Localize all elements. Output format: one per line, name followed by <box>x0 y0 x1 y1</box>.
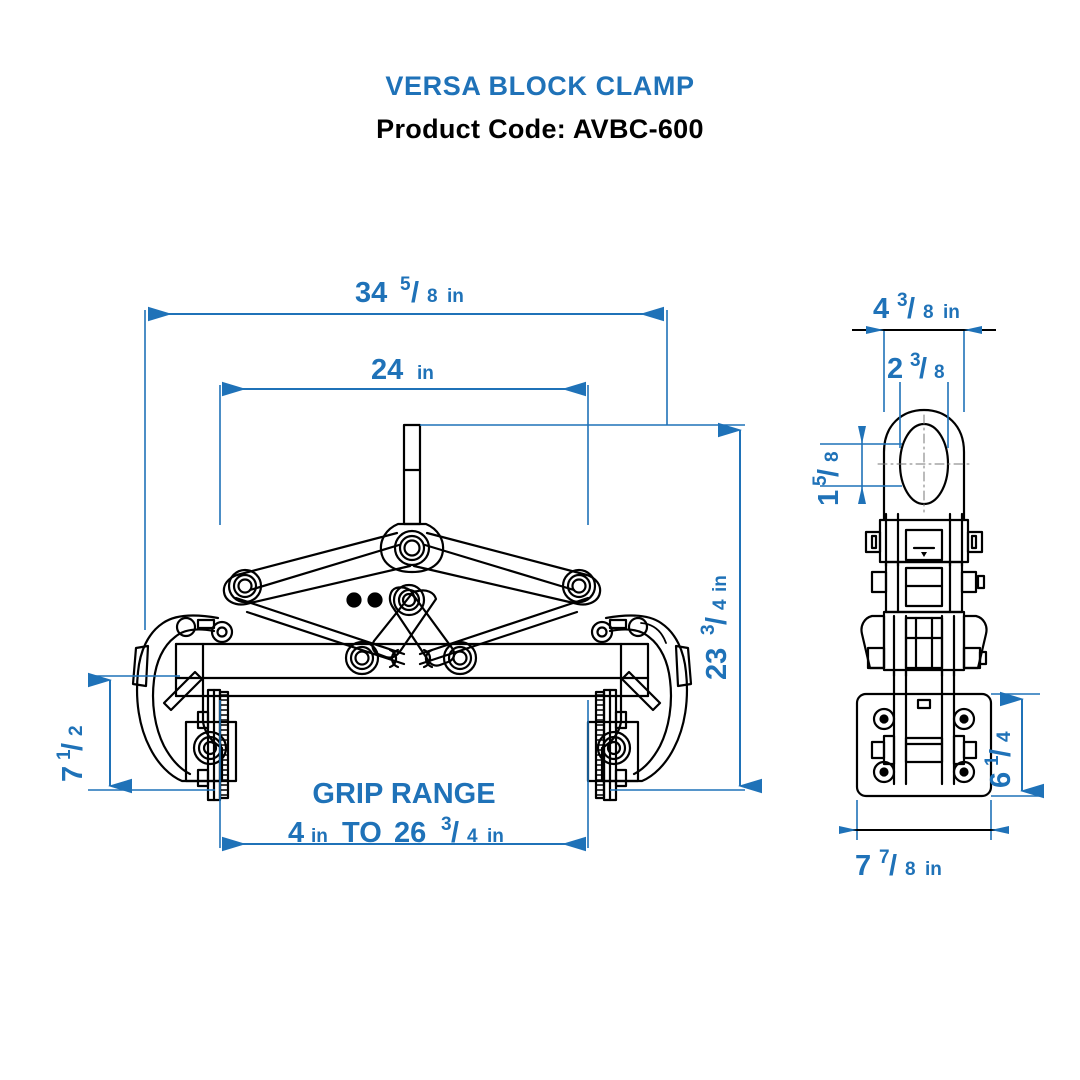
dim-inner-depth <box>899 382 949 448</box>
fraction-slash-icon: / <box>919 353 927 385</box>
label-overall-height-unit: in <box>710 575 731 592</box>
beam-pivot-left <box>344 640 380 676</box>
grip-range-max-denominator: 4 <box>467 826 478 847</box>
grip-range-max-whole: 26 <box>394 817 426 849</box>
label-side-depth-denominator: 8 <box>923 302 934 323</box>
label-overall-height-numerator: 3 <box>698 624 719 635</box>
dim-inner-width <box>219 381 589 525</box>
upper-right-arm <box>412 531 602 606</box>
safety-latch-wire <box>640 622 667 644</box>
fraction-slash-icon: / <box>451 817 459 849</box>
fraction-slash-icon: / <box>985 749 1017 757</box>
grip-range-to-label: TO <box>342 817 382 849</box>
label-overall-height-whole: 23 <box>701 648 733 680</box>
product-name-title: VERSA BLOCK CLAMP <box>385 71 694 101</box>
label-jaw-height-numerator: 1 <box>54 749 75 760</box>
label-inner-depth-whole: 2 <box>887 353 903 385</box>
label-overall-width-whole: 34 <box>355 277 387 309</box>
label-side-depth-whole: 4 <box>873 293 889 325</box>
label-side-depth-numerator: 3 <box>897 290 908 311</box>
label-jaw-height: 7 1 / 2 <box>54 725 89 782</box>
label-pad-height-whole: 6 <box>985 772 1017 788</box>
label-grip-range-values: 4 in TO 26 3 / 4 in <box>288 814 504 849</box>
dim-pad-width <box>839 800 1009 840</box>
label-side-depth: 4 3 / 8 in <box>873 290 960 325</box>
center-upper-bushing <box>392 583 426 617</box>
upper-clevis-stack <box>864 512 984 568</box>
fraction-slash-icon: / <box>813 469 845 477</box>
dim-grip-range <box>219 700 589 852</box>
label-inner-width-whole: 24 <box>371 354 403 386</box>
dim-pad-height <box>991 691 1044 799</box>
label-overall-height-denominator: 4 <box>710 599 731 610</box>
label-pad-height-denominator: 4 <box>994 731 1015 742</box>
pad-plate <box>855 692 993 798</box>
label-eye-height-denominator: 8 <box>822 451 843 462</box>
dim-overall-height <box>420 422 762 794</box>
label-pad-width-whole: 7 <box>855 850 871 882</box>
grip-range-label: GRIP RANGE <box>312 778 495 810</box>
beam-pivot-right <box>442 640 478 676</box>
label-inner-depth: 2 3 / 8 <box>887 350 945 385</box>
middle-link-stack <box>870 560 986 614</box>
product-code-title: Product Code: AVBC-600 <box>376 114 704 144</box>
front-view-geometry <box>131 423 693 802</box>
fraction-slash-icon: / <box>701 617 733 625</box>
beam-rollers <box>388 648 434 669</box>
dim-side-depth <box>852 326 996 412</box>
label-overall-width-denominator: 8 <box>427 286 438 307</box>
left-jaw-assembly <box>131 614 238 783</box>
label-overall-width: 34 5 / 8 in <box>355 274 464 309</box>
label-pad-height: 6 1 / 4 <box>982 731 1017 788</box>
label-jaw-height-denominator: 2 <box>66 725 87 736</box>
label-pad-width-numerator: 7 <box>879 847 890 868</box>
top-pivot-yoke <box>379 522 445 574</box>
pad-hinge-bolt <box>870 668 978 786</box>
fraction-slash-icon: / <box>411 277 419 309</box>
fraction-slash-icon: / <box>889 850 897 882</box>
fraction-slash-icon: / <box>57 743 89 751</box>
rocker-holes <box>346 592 383 608</box>
label-eye-height: 1 5 / 8 <box>810 451 845 506</box>
label-pad-height-numerator: 1 <box>982 755 1003 766</box>
dim-overall-width <box>144 306 668 630</box>
grip-range-max-numerator: 3 <box>441 814 452 835</box>
label-eye-height-numerator: 5 <box>810 475 831 486</box>
right-pad-teeth <box>596 694 604 796</box>
label-pad-width: 7 7 / 8 in <box>855 847 942 882</box>
label-inner-depth-denominator: 8 <box>934 362 945 383</box>
grip-range-min-unit: in <box>311 826 328 847</box>
grip-range-max-unit: in <box>487 826 504 847</box>
lower-link-stack <box>860 610 988 678</box>
upper-left-arm <box>222 531 412 606</box>
dimension-lines <box>88 306 1044 852</box>
right-grip-pad <box>594 688 628 802</box>
dim-eye-height <box>820 426 902 504</box>
label-inner-depth-numerator: 3 <box>910 350 921 371</box>
label-pad-width-denominator: 8 <box>905 859 916 880</box>
grip-range-min-whole: 4 <box>288 817 304 849</box>
label-inner-width: 24 in <box>371 354 434 386</box>
label-overall-width-numerator: 5 <box>400 274 411 295</box>
label-overall-width-unit: in <box>447 286 464 307</box>
main-beam <box>174 642 650 698</box>
eye-centerlines <box>877 414 971 513</box>
label-inner-width-unit: in <box>417 363 434 384</box>
left-pad-teeth <box>220 694 228 796</box>
label-overall-height: 23 3 / 4 in <box>698 575 733 680</box>
fraction-slash-icon: / <box>907 293 915 325</box>
dim-jaw-height <box>88 672 215 794</box>
center-rocker <box>371 586 456 667</box>
title-block: VERSA BLOCK CLAMP Product Code: AVBC-600 <box>376 71 704 144</box>
label-jaw-height-whole: 7 <box>57 766 89 782</box>
label-eye-height-whole: 1 <box>813 490 845 506</box>
label-side-depth-unit: in <box>943 302 960 323</box>
lifting-shank <box>402 423 422 526</box>
label-pad-width-unit: in <box>925 859 942 880</box>
dimension-labels: 34 5 / 8 in 24 in 23 3 / 4 in 7 <box>54 274 1017 882</box>
side-view-geometry <box>855 408 993 798</box>
